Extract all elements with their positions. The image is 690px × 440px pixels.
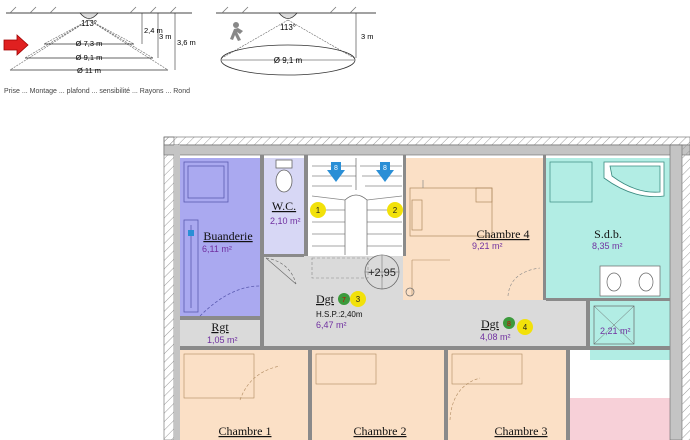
sensor-diagram-left: 113° Ø 7,3 m Ø 9,1 m Ø 11 m 2,4 m 3 m 3,… xyxy=(3,6,196,75)
svg-text:4: 4 xyxy=(523,323,528,332)
bathtub-icon xyxy=(603,161,665,197)
room-area-shower: 2,21 m² xyxy=(600,326,631,336)
diameter-9-1: Ø 9,1 m xyxy=(76,53,103,62)
bedroom-furniture xyxy=(183,353,523,421)
diameter-11: Ø 11 m xyxy=(77,66,101,75)
room-name-wc: W.C. xyxy=(272,199,296,213)
laundry-appliances xyxy=(183,161,261,317)
room-buanderie xyxy=(180,158,260,316)
diameter-right: Ø 9,1 m xyxy=(274,56,303,65)
room-hsp-dgt1: H.S.P.:2,40m xyxy=(316,310,363,319)
room-chambre4 xyxy=(403,158,543,300)
room-name-chambre1: Chambre 1 xyxy=(219,424,272,438)
svg-text:8: 8 xyxy=(507,321,511,328)
shower-icon xyxy=(593,305,635,345)
room-area-buanderie: 6,11 m² xyxy=(202,244,232,254)
room-name-chambre2: Chambre 2 xyxy=(354,424,407,438)
water-heater-icon xyxy=(188,230,194,236)
room-name-rgt: Rgt xyxy=(211,320,229,334)
room-name-chambre3: Chambre 3 xyxy=(495,424,548,438)
room-name-sdb: S.d.b. xyxy=(594,227,622,241)
room-pink xyxy=(570,398,670,440)
double-sink-icon xyxy=(599,265,661,297)
svg-text:1: 1 xyxy=(316,206,321,215)
marker-yellow-3: 3 xyxy=(350,291,366,307)
room-name-buanderie: Buanderie xyxy=(203,229,252,243)
svg-text:2: 2 xyxy=(393,206,398,215)
walking-person-icon xyxy=(230,22,243,41)
shower-tray xyxy=(549,161,593,203)
room-chambre3 xyxy=(448,350,570,440)
room-chambre2 xyxy=(312,350,444,440)
sensor-caption: Prise ... Montage ... plafond ... sensib… xyxy=(4,88,190,95)
height-3-6: 3,6 m xyxy=(177,38,196,47)
room-area-wc: 2,10 m² xyxy=(270,216,301,226)
room-area-dgt1: 6,47 m² xyxy=(316,320,347,330)
marker-yellow-1: 1 xyxy=(310,202,326,218)
diameter-7-3: Ø 7,3 m xyxy=(76,39,103,48)
room-dgt2 xyxy=(403,300,588,346)
staircase xyxy=(311,158,403,255)
room-name-chambre4: Chambre 4 xyxy=(477,227,530,241)
red-arrow-icon xyxy=(3,34,29,56)
sensor-angle-right: 113° xyxy=(280,23,296,32)
room-area-rgt: 1,05 m² xyxy=(207,335,238,345)
floor-plan: 8 8 xyxy=(163,136,690,440)
bed-chambre4 xyxy=(409,180,493,237)
sensor-diagram-right: 113° Ø 9,1 m 3 m xyxy=(216,6,376,76)
hatch-opening xyxy=(311,257,369,279)
marker-yellow-4: 4 xyxy=(517,319,533,335)
height-2-4: 2,4 m xyxy=(144,26,163,35)
room-area-dgt2: 4,08 m² xyxy=(480,332,511,342)
toilet-icon xyxy=(275,159,293,193)
room-name-dgt2: Dgt xyxy=(481,317,500,331)
sensor-angle-left: 113° xyxy=(81,19,97,28)
svg-text:7: 7 xyxy=(342,297,346,304)
marker-green-7: 7 xyxy=(338,293,350,305)
height-3: 3 m xyxy=(159,32,172,41)
stair-arrow-icon: 8 xyxy=(327,162,345,182)
stair-arrow-icon: 8 xyxy=(376,162,394,182)
room-name-dgt1: Dgt xyxy=(316,292,335,306)
marker-yellow-2: 2 xyxy=(387,202,403,218)
svg-text:8: 8 xyxy=(383,165,387,172)
room-chambre1 xyxy=(180,350,308,440)
marker-green-8: 8 xyxy=(503,317,515,329)
svg-text:3: 3 xyxy=(356,295,361,304)
level-mark: +2,95 xyxy=(368,267,396,279)
height-right: 3 m xyxy=(361,32,374,41)
room-rgt xyxy=(180,320,260,346)
sensor-icon xyxy=(79,12,99,19)
room-area-chambre4: 9,21 m² xyxy=(472,241,503,251)
column-icon xyxy=(405,287,415,297)
sensor-icon-right xyxy=(278,12,298,19)
room-dgt1 xyxy=(264,256,403,346)
room-area-sdb: 8,35 m² xyxy=(592,241,623,251)
svg-text:8: 8 xyxy=(334,165,338,172)
